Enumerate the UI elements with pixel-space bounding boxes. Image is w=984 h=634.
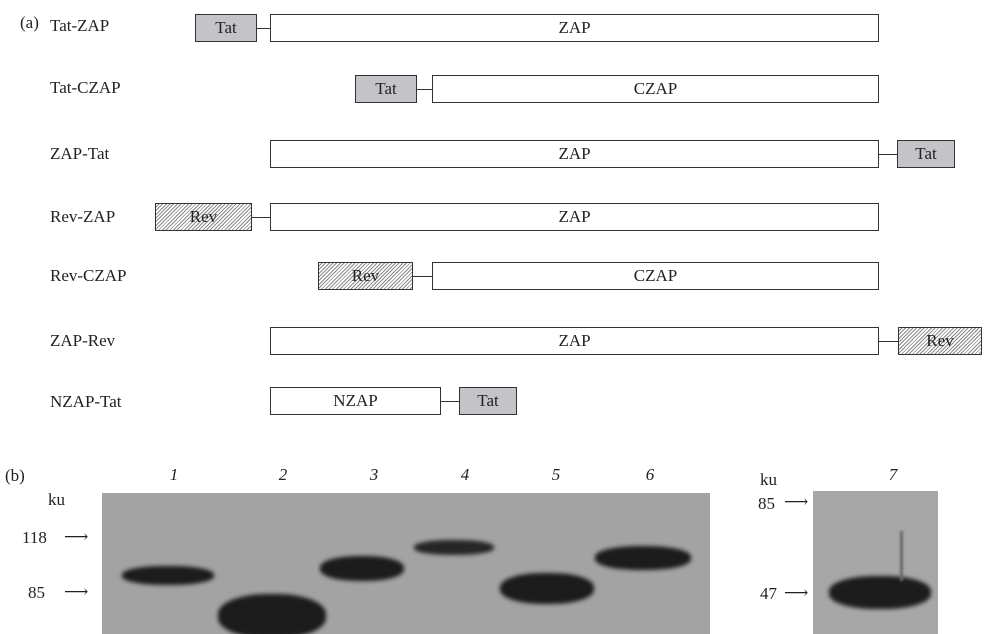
lane-number: 5 — [551, 465, 561, 484]
arrow-right-icon: ⟶ — [64, 582, 89, 601]
construct-label: Rev-CZAP — [50, 266, 127, 285]
mw-marker-85: 85 — [758, 494, 775, 513]
linker-line — [417, 89, 432, 90]
blot-band — [122, 566, 214, 585]
ku-unit-label: ku — [48, 490, 65, 509]
blot-band — [500, 573, 594, 604]
lane-number: 3 — [369, 465, 379, 484]
tat-domain-box: Tat — [355, 75, 417, 103]
tat-domain-box: Tat — [897, 140, 955, 168]
zap-domain-box: ZAP — [270, 203, 879, 231]
czap-domain-box: CZAP — [432, 262, 879, 290]
mw-marker-47: 47 — [760, 584, 777, 603]
linker-line — [879, 341, 898, 342]
arrow-right-icon: ⟶ — [64, 527, 89, 546]
linker-line — [252, 217, 270, 218]
mw-marker-118: 118 — [22, 528, 47, 547]
blot-band — [595, 546, 691, 570]
construct-label: Tat-CZAP — [50, 78, 121, 97]
western-blot-1 — [102, 493, 710, 634]
construct-label: Tat-ZAP — [50, 16, 110, 35]
construct-label: NZAP-Tat — [50, 392, 122, 411]
blot-band — [414, 540, 494, 555]
lane-number: 2 — [278, 465, 288, 484]
czap-domain-box: CZAP — [432, 75, 879, 103]
construct-label: Rev-ZAP — [50, 207, 116, 226]
linker-line — [879, 154, 897, 155]
panel-b-label: (b) — [5, 466, 25, 485]
arrow-right-icon: ⟶ — [784, 583, 809, 602]
rev-domain-box: Rev — [318, 262, 413, 290]
rev-domain-box: Rev — [155, 203, 252, 231]
blot-streak — [900, 531, 903, 581]
zap-domain-box: ZAP — [270, 140, 879, 168]
lane-number: 6 — [645, 465, 655, 484]
mw-marker-85: 85 — [28, 583, 45, 602]
tat-domain-box: Tat — [459, 387, 517, 415]
blot-band — [320, 556, 404, 581]
lane-number: 4 — [460, 465, 470, 484]
rev-domain-box: Rev — [898, 327, 982, 355]
construct-label: ZAP-Tat — [50, 144, 110, 163]
blot-band — [218, 594, 326, 634]
ku-unit-label: ku — [760, 470, 777, 489]
linker-line — [413, 276, 432, 277]
linker-line — [257, 28, 270, 29]
blot-band — [829, 576, 931, 609]
zap-domain-box: ZAP — [270, 14, 879, 42]
western-blot-2 — [813, 491, 938, 634]
lane-number: 7 — [888, 465, 898, 484]
lane-number: 1 — [169, 465, 179, 484]
tat-domain-box: Tat — [195, 14, 257, 42]
zap-domain-box: ZAP — [270, 327, 879, 355]
panel-a-label: (a) — [20, 13, 39, 32]
nzap-domain-box: NZAP — [270, 387, 441, 415]
construct-label: ZAP-Rev — [50, 331, 116, 350]
linker-line — [441, 401, 459, 402]
arrow-right-icon: ⟶ — [784, 492, 809, 511]
